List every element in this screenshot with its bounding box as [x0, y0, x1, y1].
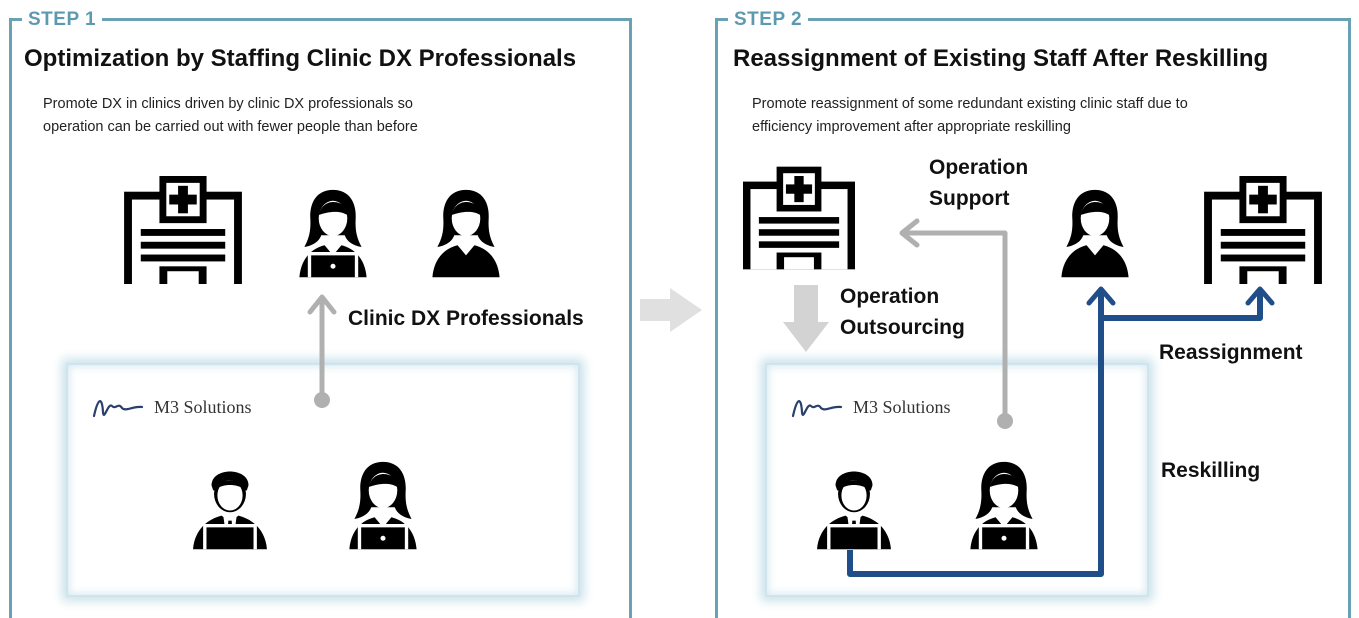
step1-desc-line-2: operation can be carried out with fewer …: [43, 119, 418, 135]
step2-m3-solutions-box: [765, 363, 1149, 597]
step1-title: Optimization by Staffing Clinic DX Profe…: [24, 45, 577, 72]
reskilling-reassignment-path: [847, 286, 1275, 577]
clinic-dx-professionals-label: Clinic DX Professionals: [348, 307, 584, 330]
reskilling-label: Reskilling: [1161, 459, 1261, 482]
operation-outsourcing-label-line-1: Operation: [840, 285, 940, 308]
step1-staffing-arrow: [307, 294, 337, 408]
reassignment-label: Reassignment: [1159, 341, 1303, 364]
step2-desc-line-1: Promote reassignment of some redundant e…: [752, 96, 1188, 112]
operation-support-label: Operation Support: [929, 152, 1028, 214]
operation-outsourcing-arrow: [783, 285, 829, 352]
step1-m3-logo-text: M3 Solutions: [154, 396, 252, 417]
step2-description: Promote reassignment of some redundant e…: [752, 93, 1188, 139]
operation-support-label-line-1: Operation: [929, 156, 1029, 179]
step2-desc-line-2: efficiency improvement after appropriate…: [752, 119, 1071, 135]
step2-tag: STEP 2: [728, 9, 809, 31]
step-transition-arrow: [640, 288, 702, 332]
step1-desc-line-1: Promote DX in clinics driven by clinic D…: [43, 96, 413, 112]
step2-m3-logo: M3 Solutions: [791, 392, 951, 422]
operation-support-label-line-2: Support: [929, 187, 1010, 210]
step1-m3-logo: M3 Solutions: [92, 392, 252, 422]
step1-description: Promote DX in clinics driven by clinic D…: [43, 93, 418, 139]
step2-title: Reassignment of Existing Staff After Res…: [733, 45, 1269, 72]
step2-m3-logo-text: M3 Solutions: [853, 396, 951, 417]
operation-outsourcing-label: Operation Outsourcing: [840, 281, 965, 343]
operation-support-arrow: [899, 218, 1013, 429]
step2-panel: STEP 2 Reassignment of Existing Staff Af…: [715, 9, 1351, 618]
step1-panel: STEP 1 Optimization by Staffing Clinic D…: [9, 9, 632, 618]
m3-signature-icon: [791, 400, 843, 418]
operation-outsourcing-label-line-2: Outsourcing: [840, 316, 965, 339]
step1-tag: STEP 1: [22, 9, 103, 31]
m3-signature-icon: [92, 400, 144, 418]
